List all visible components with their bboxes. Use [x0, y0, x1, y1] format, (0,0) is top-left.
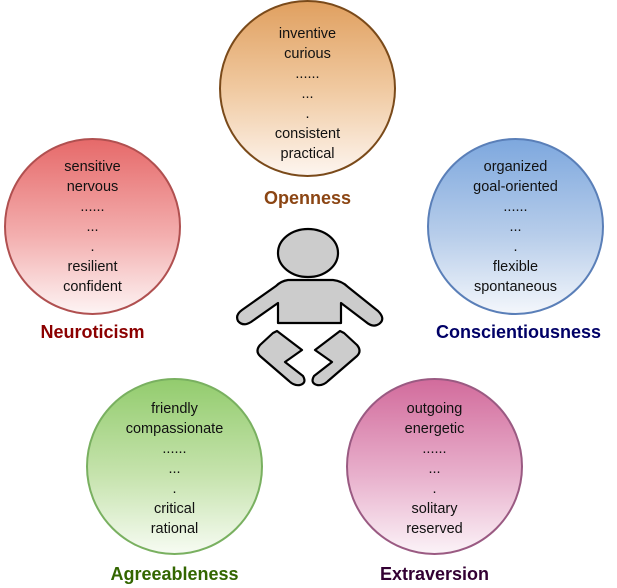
trait-line: ...... [422, 441, 447, 457]
trait-line: friendly [151, 401, 198, 417]
trait-line: confident [63, 279, 122, 295]
trait-line: ...... [503, 199, 528, 215]
trait-line: . [172, 481, 177, 497]
openness-label: Openness [263, 188, 352, 208]
trait-line: organized [483, 159, 548, 175]
trait-line: energetic [404, 421, 465, 437]
conscientiousness-circle: organized goal-oriented ...... ... . fle… [427, 138, 604, 315]
trait-line: ... [509, 219, 522, 235]
conscientiousness-label: Conscientiousness [435, 322, 602, 342]
trait-line: outgoing [406, 401, 463, 417]
trait-line: ... [168, 461, 181, 477]
trait-line: ... [86, 219, 99, 235]
trait-line: inventive [278, 26, 337, 42]
baby-right-leg [311, 329, 361, 387]
trait-line: nervous [66, 179, 119, 195]
agreeableness-traits: friendly compassionate ...... ... . crit… [88, 399, 261, 539]
trait-line: . [513, 239, 518, 255]
trait-line: ... [301, 86, 314, 102]
extraversion-label: Extraversion [379, 564, 490, 584]
trait-line: sensitive [64, 159, 121, 175]
trait-line: solitary [411, 501, 458, 517]
neuroticism-circle: sensitive nervous ...... ... . resilient… [4, 138, 181, 315]
trait-line: curious [284, 46, 331, 62]
trait-line: . [432, 481, 437, 497]
trait-line: critical [153, 501, 196, 517]
neuroticism-traits: sensitive nervous ...... ... . resilient… [6, 157, 179, 297]
trait-line: consistent [274, 126, 341, 142]
trait-line: spontaneous [473, 279, 558, 295]
trait-line: . [305, 106, 310, 122]
trait-line: goal-oriented [473, 179, 558, 195]
baby-icon [236, 227, 384, 387]
agreeableness-label: Agreeableness [110, 564, 239, 584]
agreeableness-circle: friendly compassionate ...... ... . crit… [86, 378, 263, 555]
neuroticism-label: Neuroticism [40, 322, 145, 342]
baby-body [236, 278, 384, 327]
trait-line: reserved [406, 521, 463, 537]
trait-line: ...... [80, 199, 105, 215]
openness-circle: inventive curious ...... ... . consisten… [219, 0, 396, 177]
extraversion-circle: outgoing energetic ...... ... . solitary… [346, 378, 523, 555]
baby-head [276, 227, 340, 279]
openness-traits: inventive curious ...... ... . consisten… [221, 24, 394, 164]
conscientiousness-traits: organized goal-oriented ...... ... . fle… [429, 157, 602, 297]
trait-line: ...... [162, 441, 187, 457]
trait-line: . [90, 239, 95, 255]
baby-left-leg [256, 329, 306, 387]
extraversion-traits: outgoing energetic ...... ... . solitary… [348, 399, 521, 539]
trait-line: resilient [67, 259, 118, 275]
trait-line: ... [428, 461, 441, 477]
trait-line: rational [150, 521, 199, 537]
trait-line: compassionate [125, 421, 224, 437]
trait-line: practical [280, 146, 335, 162]
trait-line: flexible [492, 259, 539, 275]
trait-line: ...... [295, 66, 320, 82]
